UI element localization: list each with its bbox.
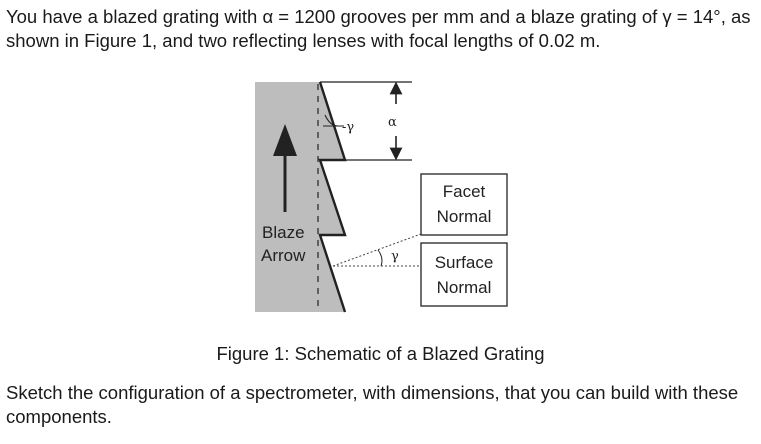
figure-caption: Figure 1: Schematic of a Blazed Grating <box>216 343 545 364</box>
facet-normal-line <box>332 233 422 267</box>
bottom-gamma-arc <box>377 249 383 267</box>
problem-intro-text: You have a blazed grating with α = 1200 … <box>6 6 751 51</box>
blaze-label-line2: Arrow <box>261 246 306 265</box>
surface-label-line2: Normal <box>437 278 492 297</box>
surface-label-line1: Surface <box>435 253 494 272</box>
facet-label-line2: Normal <box>437 207 492 226</box>
bottom-gamma-label: γ <box>391 249 399 264</box>
alpha-label: α <box>388 115 397 130</box>
problem-question-text: Sketch the configuration of a spectromet… <box>6 382 739 427</box>
grating-substrate <box>255 82 345 312</box>
grating-facet-outline <box>318 81 347 313</box>
surface-normal-box <box>420 242 508 307</box>
top-gamma-label: -γ <box>342 120 354 135</box>
blazed-grating-figure: Blaze Arrow -γ α γ Facet Normal Surface … <box>255 81 508 313</box>
blaze-arrow-head-icon <box>273 124 297 156</box>
blaze-label-line1: Blaze <box>262 223 305 242</box>
facet-normal-box <box>420 173 508 236</box>
facet-label-line1: Facet <box>443 182 486 201</box>
